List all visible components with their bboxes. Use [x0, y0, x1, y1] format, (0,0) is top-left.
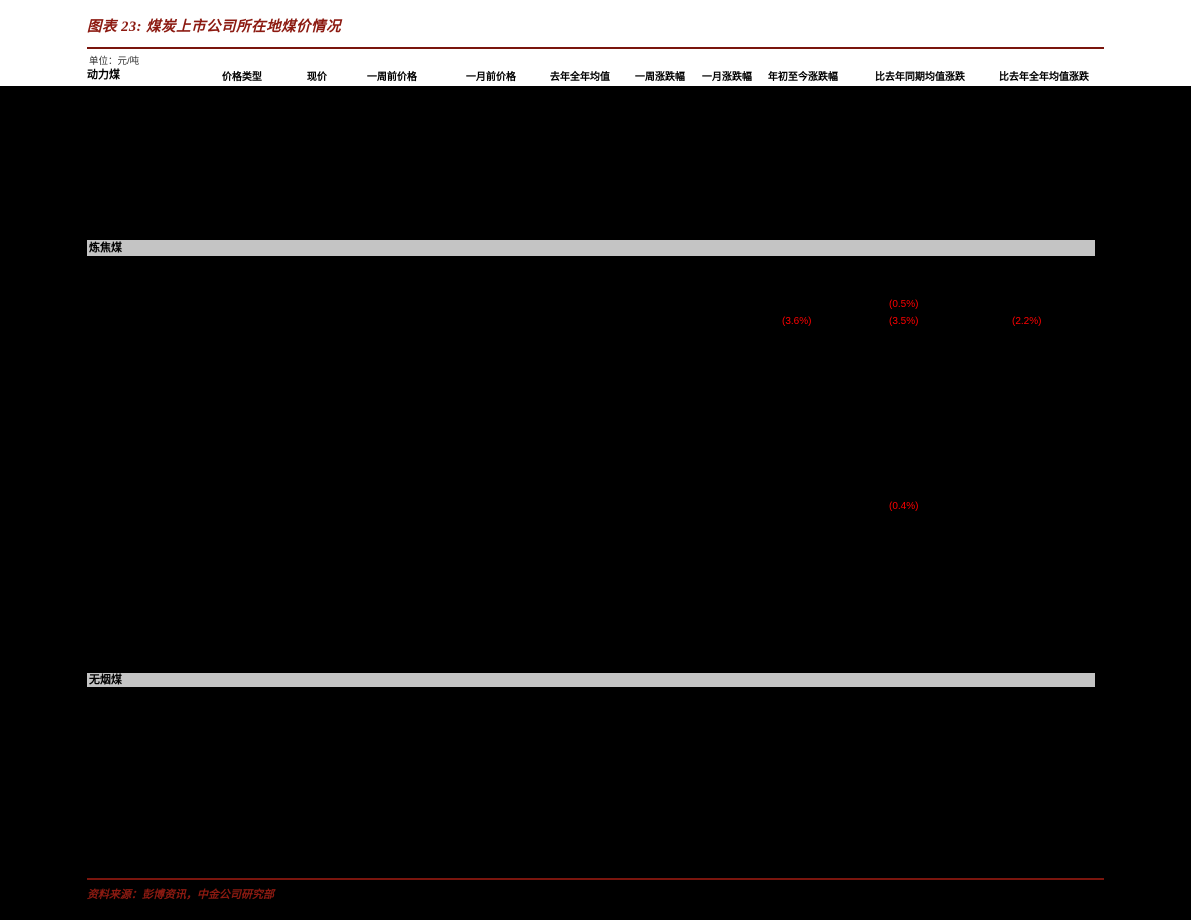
section-band-anthracite-coal: 无烟煤 — [87, 673, 1095, 687]
column-header-price-type: 价格类型 — [222, 72, 262, 83]
pct-change-value: (0.5%) — [889, 299, 919, 310]
table-header-paper — [0, 0, 1191, 86]
section-band-coking-coal: 炼焦煤 — [87, 240, 1095, 256]
unit-label: 单位：元/吨 — [89, 56, 140, 67]
section-label-coking-coal: 炼焦煤 — [89, 242, 122, 254]
column-header-vs-full-year-avg: 比去年全年均值涨跌 — [999, 72, 1089, 83]
column-header-week-change: 一周涨跌幅 — [635, 72, 685, 83]
source-note: 资料来源：彭博资讯，中金公司研究部 — [87, 889, 274, 901]
table-header-row: 动力煤 价格类型 现价 一周前价格 一月前价格 去年全年均值 一周涨跌幅 一月涨… — [0, 66, 1191, 83]
column-header-last-year-average: 去年全年均值 — [550, 72, 610, 83]
column-header-current-price: 现价 — [307, 72, 327, 83]
section-label-anthracite-coal: 无烟煤 — [89, 674, 122, 686]
pct-change-value: (0.4%) — [889, 501, 919, 512]
bottom-divider-line — [87, 878, 1104, 880]
column-header-week-ago-price: 一周前价格 — [367, 72, 417, 83]
pct-change-value: (3.6%) — [782, 316, 812, 327]
column-header-vs-same-period-avg: 比去年同期均值涨跌 — [875, 72, 965, 83]
pct-change-value: (2.2%) — [1012, 316, 1042, 327]
figure-title: 图表 23: 煤炭上市公司所在地煤价情况 — [87, 19, 342, 35]
column-header-month-ago-price: 一月前价格 — [466, 72, 516, 83]
pct-change-value: (3.5%) — [889, 316, 919, 327]
row-group-label-thermal-coal: 动力煤 — [87, 69, 120, 81]
column-header-ytd-change: 年初至今涨跌幅 — [768, 72, 838, 83]
top-divider-line — [87, 47, 1104, 49]
column-header-month-change: 一月涨跌幅 — [702, 72, 752, 83]
